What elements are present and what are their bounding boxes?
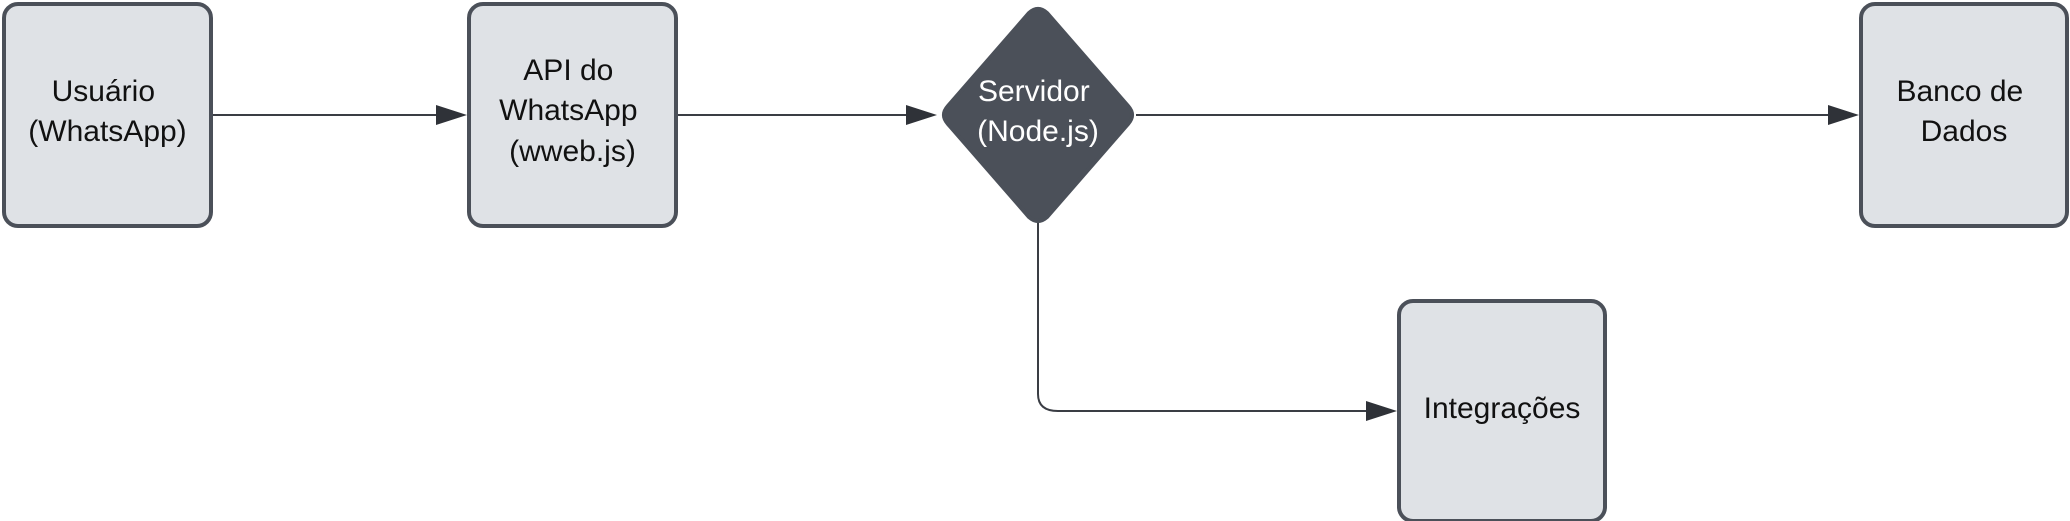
edge-servidor-to-banco (1136, 105, 1859, 125)
node-integracoes-label: Integrações (1424, 392, 1581, 425)
node-banco-de-dados[interactable]: Banco de Dados (1859, 2, 2069, 228)
node-api-whatsapp[interactable]: API do WhatsApp (wweb.js) (467, 2, 678, 228)
node-usuario[interactable]: Usuário (WhatsApp) (2, 2, 213, 228)
node-label-line: (wweb.js) (509, 135, 636, 168)
edge-api-to-servidor (678, 105, 937, 125)
edge-usuario-to-api (212, 105, 467, 125)
node-label-line: API do (523, 54, 613, 87)
node-servidor-label: Servidor (Node.js) (977, 75, 1099, 148)
edge-servidor-to-integracoes (1037, 218, 1397, 421)
node-label-line: Servidor (978, 75, 1090, 108)
node-label-line: Banco de (1896, 75, 2023, 108)
node-servidor[interactable]: Servidor (Node.js) (942, 7, 1134, 223)
node-label-line: WhatsApp (499, 94, 637, 127)
node-integracoes[interactable]: Integrações (1397, 299, 1607, 521)
node-label-line: (Node.js) (977, 115, 1099, 148)
node-label-line: Integrações (1424, 392, 1581, 425)
arrowhead-icon (436, 105, 467, 125)
arrowhead-icon (1828, 105, 1859, 125)
node-label-line: (WhatsApp) (28, 115, 186, 148)
arrowhead-icon (906, 105, 937, 125)
node-label-line: Usuário (52, 75, 155, 108)
arrowhead-icon (1366, 401, 1397, 421)
node-banco-label: Banco de Dados (1896, 75, 2031, 148)
node-api-label: API do WhatsApp (wweb.js) (499, 54, 646, 168)
node-usuario-label: Usuário (WhatsApp) (28, 75, 186, 148)
node-label-line: Dados (1921, 115, 2008, 148)
